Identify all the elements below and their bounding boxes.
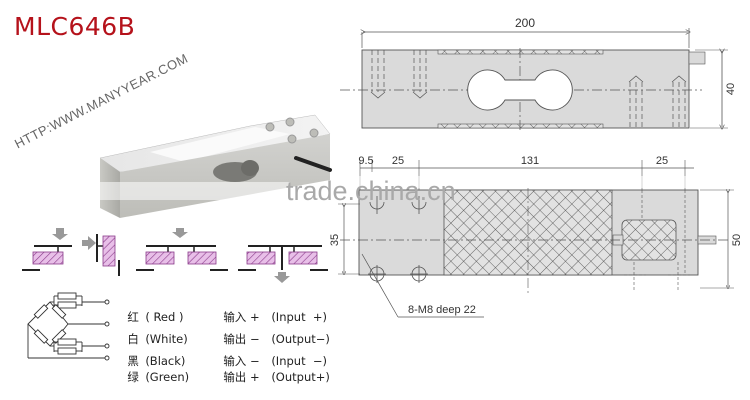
dim-height: 40 bbox=[725, 83, 737, 95]
dim-35: 35 bbox=[330, 234, 341, 246]
center-watermark: trade.china.cn bbox=[286, 176, 456, 206]
svg-text:131: 131 bbox=[521, 155, 539, 167]
mount-diagram-4 bbox=[238, 245, 328, 283]
front-view: 9.5 25 131 25 35 50 bbox=[330, 155, 743, 318]
svg-text:25: 25 bbox=[656, 155, 668, 167]
dim-length: 200 bbox=[515, 16, 535, 30]
mount-diagram-2 bbox=[82, 234, 120, 276]
bridge-schematic bbox=[27, 292, 110, 361]
thread-callout: 8-M8 deep 22 bbox=[408, 304, 476, 316]
mount-diagram-3 bbox=[136, 228, 228, 271]
wiring-row-red: 红( Red )输入 +(Input +) bbox=[127, 310, 328, 324]
product-title: MLC646B bbox=[14, 12, 136, 41]
technical-drawing: 200 40 9 bbox=[330, 16, 750, 318]
svg-text:25: 25 bbox=[392, 155, 404, 167]
mounting-diagrams bbox=[22, 228, 328, 283]
dim-50: 50 bbox=[731, 234, 743, 246]
wiring-row-green: 绿(Green)输出 +(Output+) bbox=[127, 370, 330, 384]
product-photo bbox=[90, 114, 332, 218]
mount-diagram-1 bbox=[22, 228, 72, 271]
top-view: 200 40 bbox=[340, 16, 737, 132]
svg-text:9.5: 9.5 bbox=[358, 155, 373, 167]
wiring-row-white: 白(White)输出 −(Output−) bbox=[127, 332, 330, 346]
wiring-row-black: 黑(Black)输入 −(Input −) bbox=[127, 354, 328, 368]
